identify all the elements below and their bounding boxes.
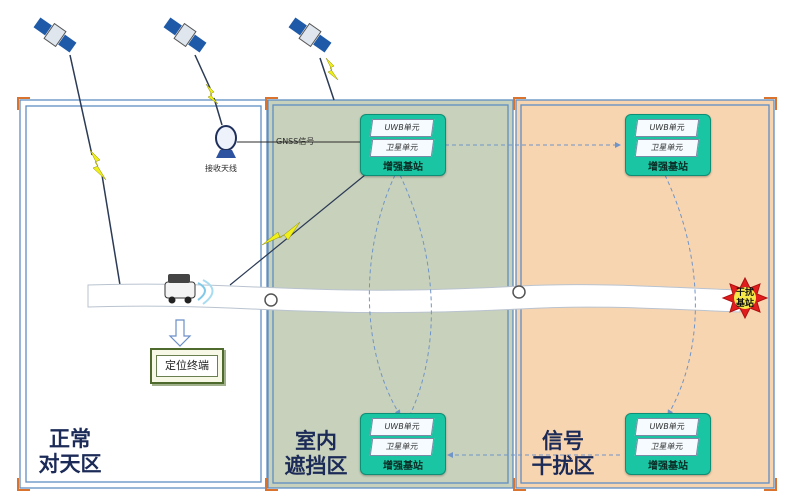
jammer-station: 干扰基站 [725,280,765,320]
trajectory-path [87,283,741,314]
jammer-line1: 干扰 [735,288,754,298]
robot-icon [164,274,214,305]
uwb-unit: UWB单元 [369,119,435,137]
gnss-signal-label: GNSS信号 [276,137,315,146]
down-arrow-icon [168,319,192,347]
satellite-unit: 卫星单元 [634,438,700,456]
antenna-label: 接收天线 [205,164,237,173]
waypoint-marker [264,293,278,307]
satellite-icon [33,17,77,53]
frame-corners [17,97,777,491]
antenna-icon [215,125,237,158]
uwb-unit: UWB单元 [634,418,700,436]
enhanced-base-station: UWB单元 卫星单元 增强基站 [360,413,446,475]
satellite-unit: 卫星单元 [634,139,700,157]
station-name: 增强基站 [383,461,423,472]
enhanced-base-station: UWB单元 卫星单元 增强基站 [625,413,711,475]
satellite-unit: 卫星单元 [369,438,435,456]
jammer-line2: 基站 [735,299,754,309]
satellite-signal-links [69,54,335,286]
station-name: 增强基站 [648,162,688,173]
uwb-unit: UWB单元 [634,119,700,137]
robot-station-link [229,174,366,286]
zone-label-indoor: 室内遮挡区 [284,428,348,478]
uwb-unit: UWB单元 [369,418,435,436]
enhanced-base-station: UWB单元 卫星单元 增强基站 [625,114,711,176]
positioning-terminal: 定位终端 [150,348,224,384]
station-links [368,142,696,458]
waypoint-marker [512,285,526,299]
zone-label-open-sky: 正常对天区 [38,426,102,476]
station-name: 增强基站 [648,461,688,472]
zone-label-interference: 信号干扰区 [531,428,595,478]
terminal-label: 定位终端 [156,355,218,377]
signal-bolt-icon [261,221,301,246]
satellite-unit: 卫星单元 [369,139,435,157]
satellite-icon [288,17,332,53]
signal-bolt-icon [89,57,339,181]
station-name: 增强基站 [383,162,423,173]
enhanced-base-station: UWB单元 卫星单元 增强基站 [360,114,446,176]
satellite-icon [163,17,207,53]
